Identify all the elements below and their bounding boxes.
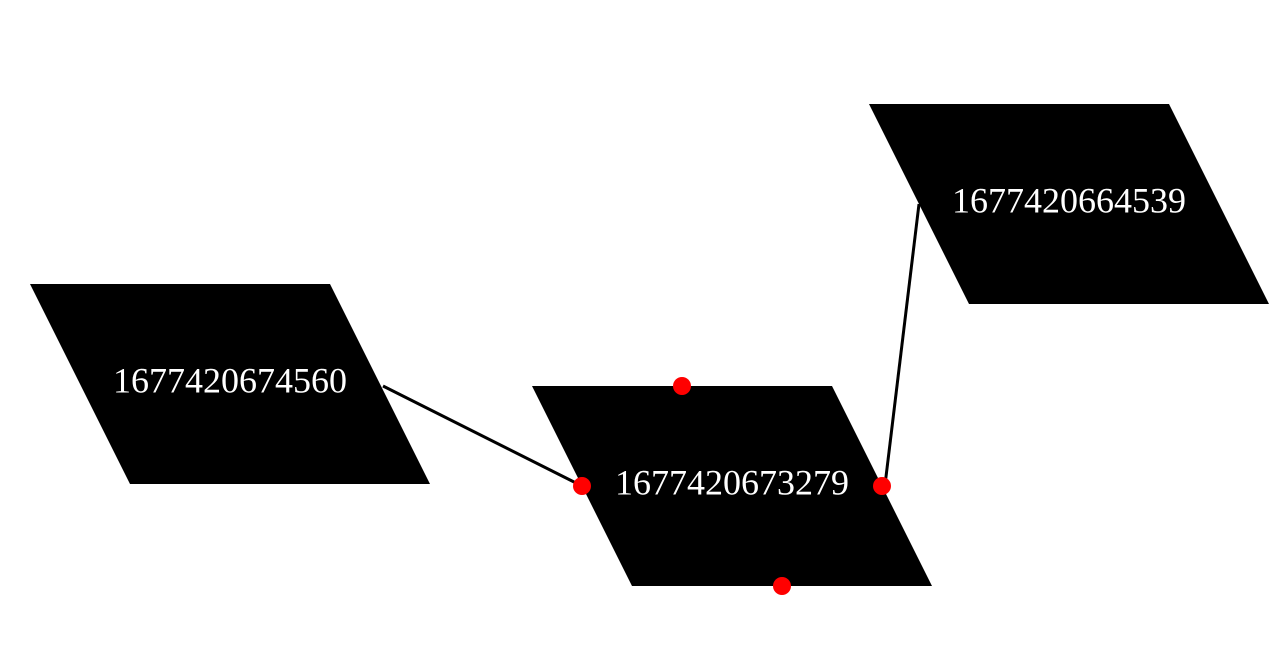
- node-n1[interactable]: 1677420674560: [30, 284, 430, 484]
- node-shape[interactable]: [532, 386, 932, 586]
- edge-n1-n2[interactable]: [382, 384, 581, 487]
- selection-handles: [573, 377, 891, 595]
- node-shape[interactable]: [30, 284, 430, 484]
- edge-n2-n3[interactable]: [883, 203, 921, 486]
- handle-right-dot[interactable]: [873, 477, 891, 495]
- handle-bottom-dot[interactable]: [773, 577, 791, 595]
- edges-layer: [382, 203, 921, 487]
- node-n3[interactable]: 1677420664539: [869, 104, 1269, 304]
- handle-left-dot[interactable]: [573, 477, 591, 495]
- node-shape[interactable]: [869, 104, 1269, 304]
- node-n2[interactable]: 1677420673279: [532, 386, 932, 586]
- handle-top-dot[interactable]: [673, 377, 691, 395]
